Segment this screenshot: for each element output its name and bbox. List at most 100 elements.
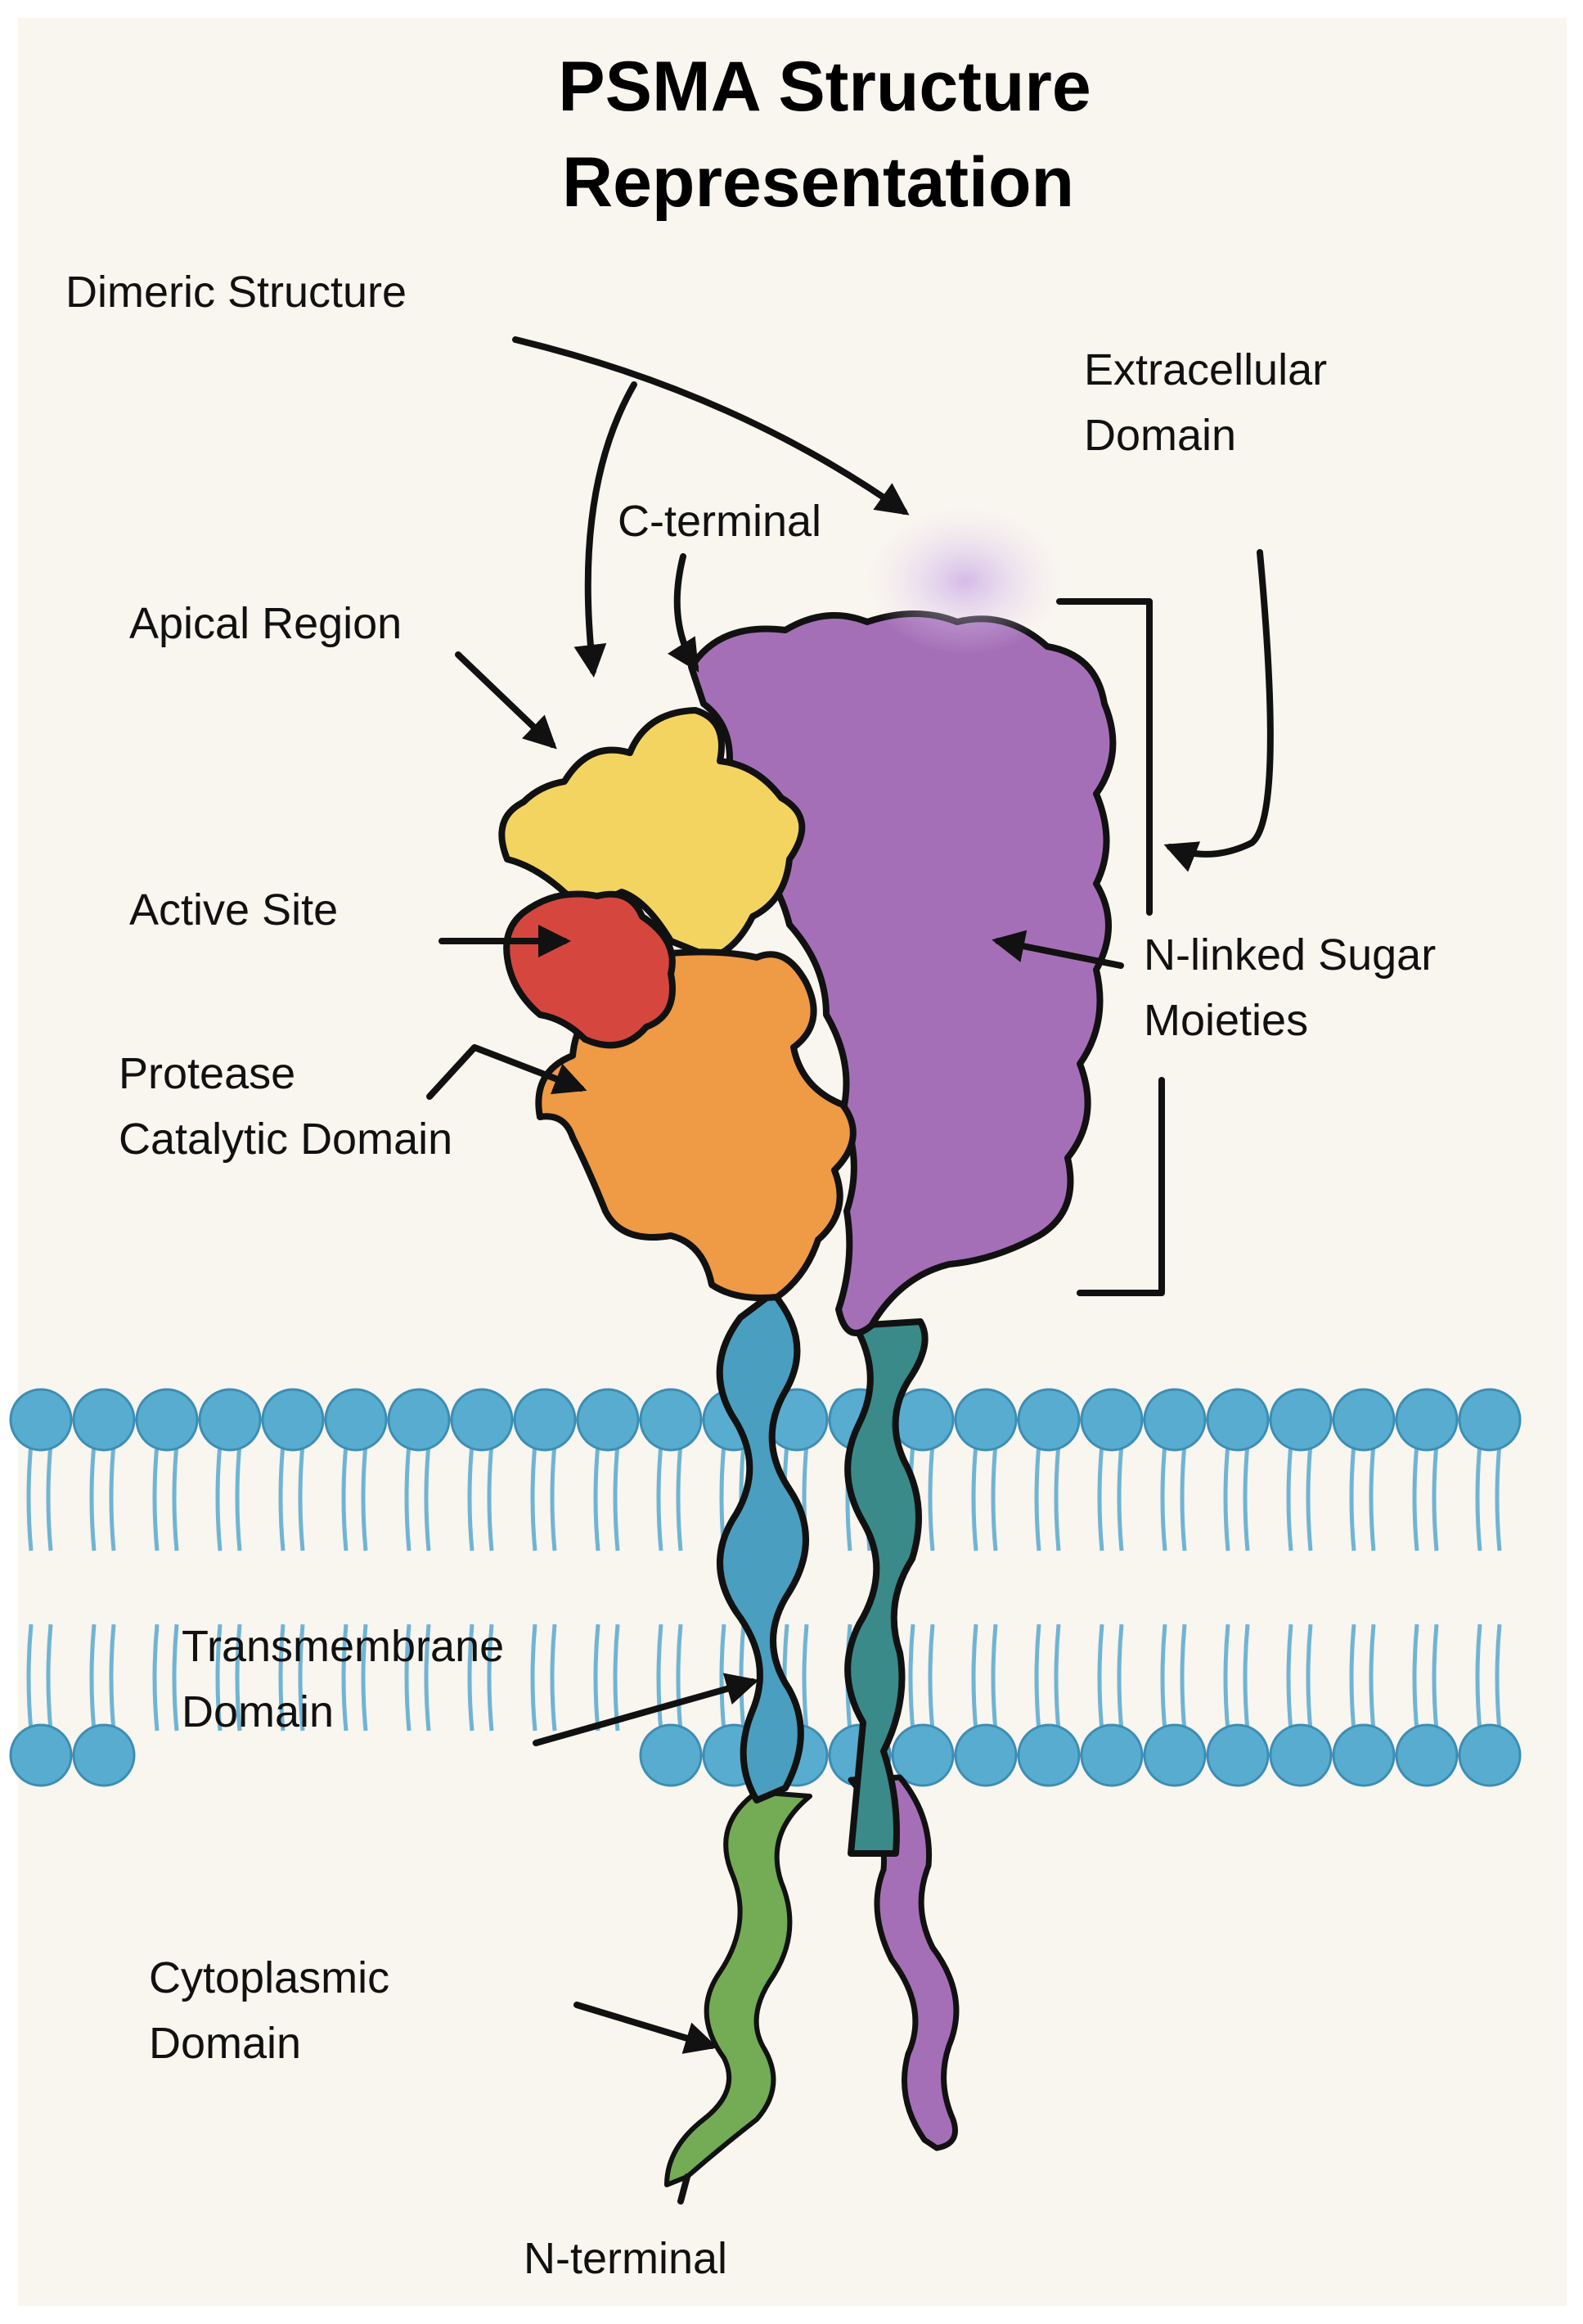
lipid-tail bbox=[1286, 1624, 1293, 1732]
lipid-head bbox=[1017, 1388, 1081, 1452]
lipid-tail bbox=[908, 1624, 915, 1732]
lipid-tail bbox=[613, 1443, 620, 1552]
lipid-tail bbox=[152, 1443, 160, 1552]
lipid-tail bbox=[1243, 1624, 1250, 1732]
lipid-tail bbox=[656, 1443, 663, 1552]
label-transmembrane-line2: Domain bbox=[182, 1687, 334, 1736]
extracellular-domain-bracket-lower bbox=[1077, 1077, 1165, 1296]
lipid-tail bbox=[1097, 1624, 1104, 1732]
lipid-tail bbox=[1369, 1443, 1376, 1552]
lipid-tail bbox=[1054, 1443, 1061, 1552]
purple-cytoplasmic-tail bbox=[848, 1774, 960, 2151]
dimeric-structure-arrow bbox=[512, 336, 910, 516]
lipid-tail bbox=[46, 1624, 53, 1732]
lipid-tail bbox=[278, 1624, 286, 1732]
annotation-arrows bbox=[426, 336, 1274, 2205]
protease-arrow bbox=[426, 1044, 587, 1100]
c-terminal-glow bbox=[867, 507, 1064, 655]
lipid-head bbox=[450, 1388, 514, 1452]
lipid-tail bbox=[298, 1443, 305, 1552]
lipid-heads bbox=[9, 1388, 1522, 1787]
lipid-tail bbox=[341, 1624, 349, 1732]
lipid-head bbox=[1395, 1723, 1459, 1787]
lipid-tail bbox=[215, 1624, 223, 1732]
label-extracellular-line1: Extracellular bbox=[1084, 345, 1327, 394]
lipid-tail bbox=[1432, 1443, 1439, 1552]
lipid-tail bbox=[404, 1443, 411, 1552]
lipid-tail bbox=[89, 1443, 97, 1552]
lipid-tail bbox=[676, 1443, 683, 1552]
lipid-tail bbox=[1223, 1443, 1230, 1552]
lipid-tails bbox=[26, 1443, 1502, 1732]
cell-membrane bbox=[9, 1388, 1522, 1787]
label-protease-line2: Catalytic Domain bbox=[119, 1115, 452, 1164]
lipid-tail bbox=[424, 1443, 431, 1552]
lipid-tail bbox=[1160, 1443, 1167, 1552]
lipid-tail bbox=[361, 1624, 368, 1732]
lipid-tail bbox=[46, 1443, 53, 1552]
label-dimeric-structure: Dimeric Structure bbox=[65, 268, 407, 317]
lipid-tail bbox=[235, 1443, 242, 1552]
lipid-head bbox=[1080, 1388, 1144, 1452]
lipid-tail bbox=[298, 1624, 305, 1732]
diagram-title-line1: PSMA Structure bbox=[558, 47, 1091, 126]
lipid-tail bbox=[172, 1624, 179, 1732]
lipid-tail bbox=[550, 1624, 557, 1732]
lipid-head bbox=[9, 1723, 73, 1787]
label-cytoplasmic-line1: Cytoplasmic bbox=[149, 1953, 389, 2002]
lipid-tail bbox=[1117, 1624, 1124, 1732]
label-n-terminal: N-terminal bbox=[524, 2234, 727, 2283]
n-terminal-tick bbox=[677, 2173, 690, 2205]
lipid-tail bbox=[341, 1443, 349, 1552]
lipid-tail bbox=[467, 1624, 474, 1732]
lipid-tail bbox=[424, 1624, 431, 1732]
lipid-tail bbox=[1412, 1443, 1419, 1552]
lipid-tail bbox=[1097, 1443, 1104, 1552]
c-terminal-arrow bbox=[667, 553, 699, 673]
lipid-tail bbox=[1349, 1624, 1356, 1732]
extracellular-domain-arrow bbox=[1163, 549, 1274, 872]
lipid-tail bbox=[1117, 1443, 1124, 1552]
lipid-tail bbox=[550, 1443, 557, 1552]
lipid-tail bbox=[172, 1443, 179, 1552]
lipid-head bbox=[513, 1388, 577, 1452]
lipid-tail bbox=[1306, 1443, 1313, 1552]
lipid-head bbox=[1143, 1388, 1207, 1452]
lipid-head bbox=[891, 1723, 955, 1787]
label-protease-line1: Protease bbox=[119, 1049, 295, 1098]
lipid-head bbox=[1269, 1723, 1333, 1787]
lipid-tail bbox=[109, 1624, 116, 1732]
lipid-tail bbox=[26, 1624, 34, 1732]
lipid-head bbox=[324, 1388, 388, 1452]
lipid-tail bbox=[719, 1624, 726, 1732]
lipid-tail bbox=[404, 1624, 411, 1732]
lipid-head bbox=[387, 1388, 451, 1452]
lipid-head bbox=[1332, 1388, 1396, 1452]
lipid-head bbox=[639, 1388, 703, 1452]
lipid-tail bbox=[487, 1443, 494, 1552]
lipid-tail bbox=[1180, 1443, 1187, 1552]
lipid-head bbox=[198, 1388, 262, 1452]
lipid-tail bbox=[1054, 1624, 1061, 1732]
lipid-tail bbox=[1306, 1624, 1313, 1732]
lipid-head bbox=[72, 1723, 136, 1787]
lipid-tail bbox=[215, 1443, 223, 1552]
label-nlinked-line1: N-linked Sugar bbox=[1144, 930, 1436, 980]
lipid-tail bbox=[593, 1443, 600, 1552]
lipid-tail bbox=[235, 1624, 242, 1732]
label-nlinked-line2: Moieties bbox=[1144, 996, 1308, 1045]
lipid-head bbox=[1017, 1723, 1081, 1787]
lipid-head bbox=[1206, 1388, 1270, 1452]
lipid-head bbox=[954, 1388, 1018, 1452]
label-c-terminal: C-terminal bbox=[618, 497, 821, 546]
lipid-head bbox=[1269, 1388, 1333, 1452]
lipid-head bbox=[1458, 1388, 1522, 1452]
lipid-tail bbox=[1034, 1624, 1041, 1732]
lipid-tail bbox=[1223, 1624, 1230, 1732]
lipid-tail bbox=[530, 1443, 537, 1552]
dimeric-branch-arrow bbox=[573, 381, 637, 678]
lipid-tail bbox=[89, 1624, 97, 1732]
lipid-tail bbox=[278, 1443, 286, 1552]
lipid-head bbox=[954, 1723, 1018, 1787]
lipid-tail bbox=[971, 1624, 978, 1732]
